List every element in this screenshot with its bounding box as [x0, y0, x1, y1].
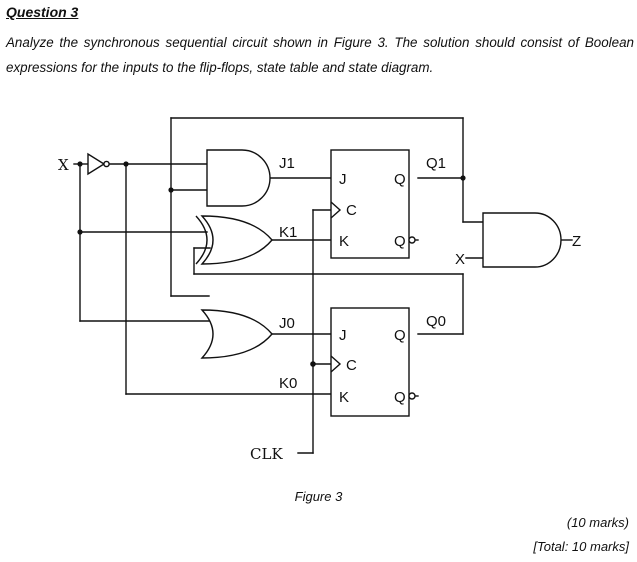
ff1-qbar-pin: Q	[394, 233, 406, 250]
clock-label: CLK	[250, 445, 283, 463]
net-k1-label: K1	[279, 224, 297, 241]
circuit-diagram: X J1 K1 J0 K0 CLK J C K Q Q Q1 J C K Q Q…	[58, 117, 581, 463]
ff0-c-pin: C	[346, 357, 357, 374]
question-heading: Question 3	[6, 4, 79, 20]
circuit-wires	[73, 117, 573, 454]
ff1-c-pin: C	[346, 202, 357, 219]
figure-caption: Figure 3	[294, 489, 343, 504]
or-gate-k1-back	[195, 215, 208, 265]
question-text: Analyze the synchronous sequential circu…	[6, 35, 634, 75]
ff0-k-pin: K	[339, 389, 349, 406]
marks-label: (10 marks)	[566, 515, 629, 530]
ff1-j-pin: J	[339, 171, 347, 188]
net-j1-label: J1	[279, 155, 295, 172]
ff0-q-pin: Q	[394, 327, 406, 344]
and-gate-j1	[206, 149, 271, 207]
input-x-label: X	[58, 156, 69, 174]
total-marks-label: [Total: 10 marks]	[533, 539, 629, 554]
and-gate-output	[482, 212, 562, 268]
output-z-label: Z	[572, 233, 581, 250]
ff0-output-label: Q0	[426, 313, 446, 330]
or-gate-k1	[200, 215, 273, 265]
ff1-output-label: Q1	[426, 155, 446, 172]
ff1-k-pin: K	[339, 233, 349, 250]
ff1-q-pin: Q	[394, 171, 406, 188]
flip-flop-0	[330, 307, 416, 417]
ff0-j-pin: J	[339, 327, 347, 344]
not-gate	[87, 152, 110, 176]
ff0-qbar-pin: Q	[394, 389, 406, 406]
junction-dots	[77, 161, 466, 367]
net-k0-label: K0	[279, 375, 297, 392]
or-gate-j0	[200, 309, 273, 359]
net-j0-label: J0	[279, 315, 295, 332]
flip-flop-1	[330, 149, 416, 259]
output-gate-x-label: X	[455, 251, 465, 268]
